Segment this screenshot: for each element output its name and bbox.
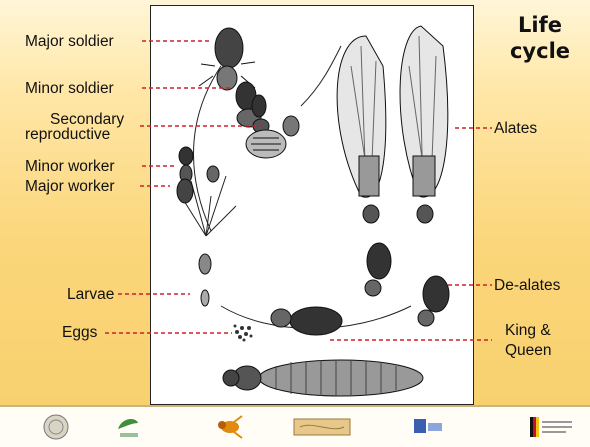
- label-minor-soldier: Minor soldier: [25, 80, 114, 97]
- german-ministry-logo: [528, 413, 578, 441]
- label-king-queen-line2: Queen: [505, 342, 552, 359]
- green-leaf-logo: [112, 413, 146, 441]
- label-larvae: Larvae: [67, 286, 114, 303]
- title-line: Life cycle: [500, 12, 580, 64]
- label-de-alates: De-alates: [494, 277, 560, 294]
- insect-logo: [212, 413, 246, 441]
- banner-logo: [292, 413, 352, 441]
- label-secondary-reproductive-line2: reproductive: [25, 126, 110, 143]
- label-eggs: Eggs: [62, 324, 97, 341]
- label-king-queen-line1: King &: [505, 322, 551, 339]
- label-minor-worker: Minor worker: [25, 158, 115, 175]
- label-alates: Alates: [494, 120, 537, 137]
- blue-logo: [408, 413, 448, 441]
- page-title: Life cycle: [500, 12, 580, 64]
- footer-logo-bar: [0, 405, 590, 447]
- label-major-worker: Major worker: [25, 178, 115, 195]
- university-seal-logo: [42, 413, 70, 441]
- label-major-soldier: Major soldier: [25, 33, 114, 50]
